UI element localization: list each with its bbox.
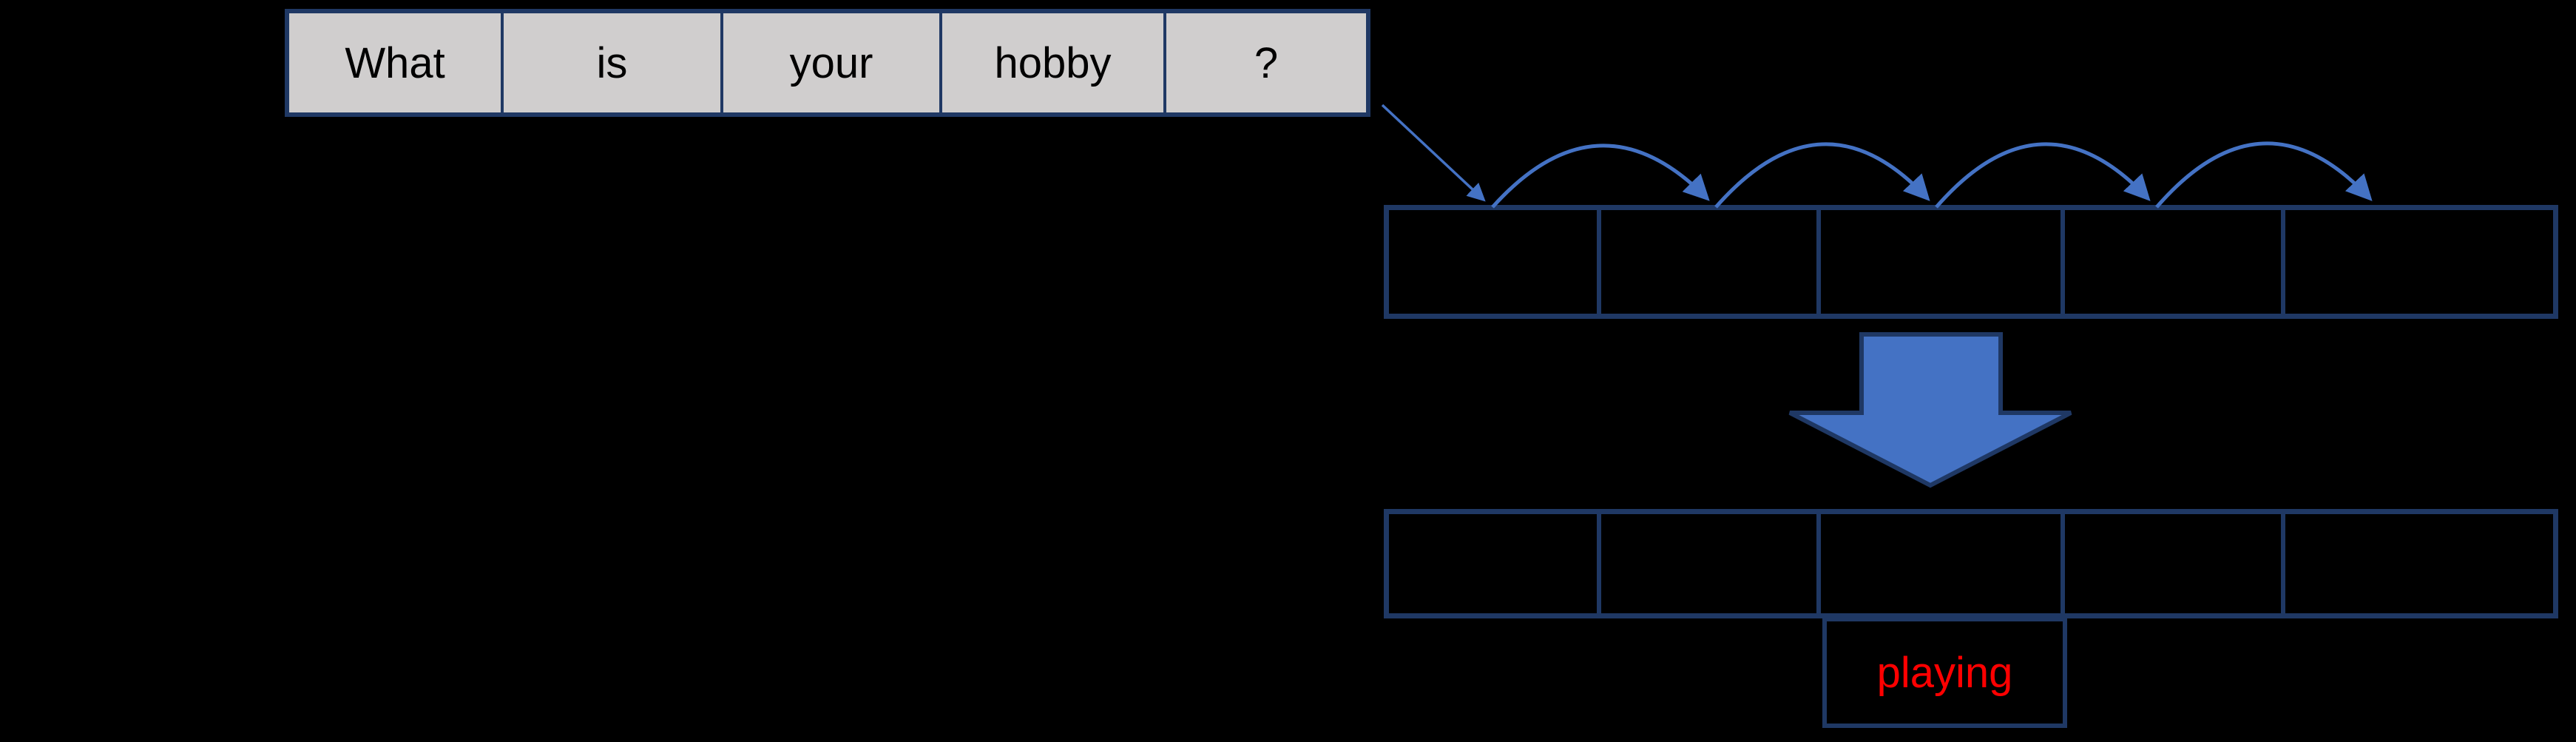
predicted-word-label: playing	[1876, 648, 2013, 697]
token-vector-cell	[2065, 210, 2285, 314]
input-token-cell: your	[723, 13, 942, 112]
input-token-cell: is	[504, 13, 723, 112]
output-vector-cell	[2285, 514, 2553, 613]
token-vector-row	[1384, 205, 2558, 319]
input-token-cell: ?	[1166, 13, 1366, 112]
token-vector-cell	[1821, 210, 2065, 314]
input-sentence-table: What is your hobby ?	[285, 9, 1370, 117]
input-token-cell: What	[289, 13, 504, 112]
predicted-word-box: playing	[1822, 617, 2067, 728]
down-block-arrow-icon	[1788, 332, 2072, 488]
hop-arc-icon	[2155, 141, 2373, 209]
output-vector-cell	[1821, 514, 2065, 613]
output-vector-cell	[1389, 514, 1601, 613]
token-vector-cell	[2285, 210, 2553, 314]
hop-arc-icon	[1935, 142, 2151, 209]
output-vector-cell	[2065, 514, 2285, 613]
input-token-cell: hobby	[942, 13, 1166, 112]
input-token-label: ?	[1254, 38, 1279, 87]
token-vector-cell	[1601, 210, 1821, 314]
input-token-label: is	[596, 38, 628, 87]
input-token-label: What	[345, 38, 445, 87]
hop-arc-icon	[1714, 142, 1930, 209]
hop-arc-icon	[1491, 144, 1710, 209]
input-token-label: hobby	[994, 38, 1112, 87]
input-token-label: your	[789, 38, 873, 87]
output-vector-row	[1384, 509, 2558, 618]
sentence-to-row-arrow-icon	[1381, 104, 1486, 202]
output-vector-cell	[1601, 514, 1821, 613]
token-vector-cell	[1389, 210, 1601, 314]
